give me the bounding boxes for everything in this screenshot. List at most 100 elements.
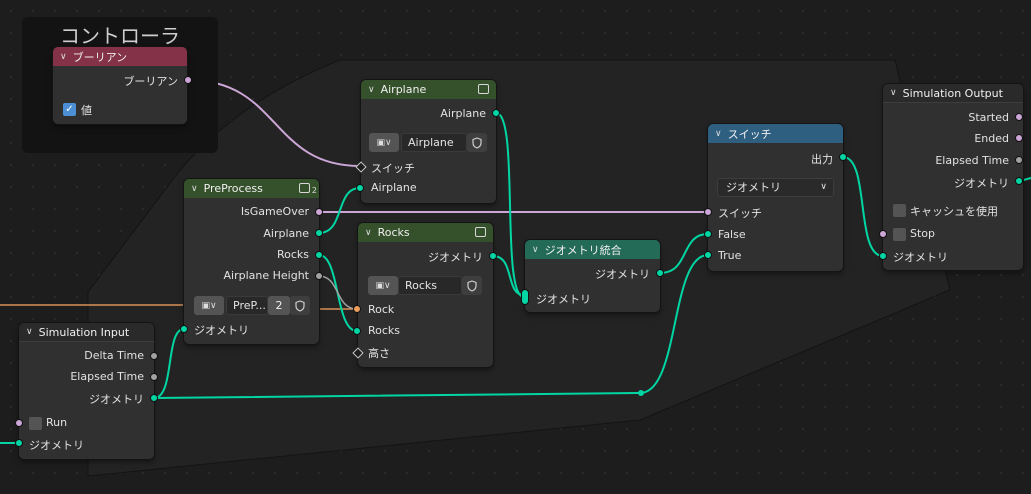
run-checkbox[interactable] <box>29 417 42 430</box>
output-label-elapsed-time: Elapsed Time <box>935 154 1009 167</box>
group-selector-button[interactable]: ▣∨ <box>194 296 224 315</box>
geometry-input-label: ジオメトリ <box>194 324 249 337</box>
use-cache-checkbox[interactable] <box>893 204 906 217</box>
airplane-group-node[interactable]: ∨ Airplane Airplane ▣∨ Airplane スイッチ Air… <box>361 80 496 203</box>
switch-output-socket[interactable] <box>839 153 847 161</box>
type-dropdown[interactable]: ジオメトリ ∨ <box>717 178 834 197</box>
node-title: PreProcess <box>203 182 263 195</box>
elapsed-time-socket[interactable] <box>1015 156 1023 164</box>
simulation-output-node[interactable]: ∨ Simulation Output Started Ended Elapse… <box>883 84 1023 270</box>
collapse-chevron-icon[interactable]: ∨ <box>26 327 33 337</box>
fake-user-shield-icon[interactable] <box>290 296 310 315</box>
join-output-socket[interactable] <box>656 269 664 277</box>
switch-true-socket[interactable] <box>704 251 712 259</box>
airplane-output-socket[interactable] <box>315 229 323 237</box>
node-header[interactable]: ∨ PreProcess <box>184 179 319 198</box>
boolean-node[interactable]: ∨ ブーリアン ブーリアン ✓ 値 <box>53 47 187 124</box>
collapse-chevron-icon[interactable]: ∨ <box>890 88 897 98</box>
airplane-output-socket[interactable] <box>492 109 500 117</box>
value-label: 値 <box>81 104 92 117</box>
user-count: 2 <box>311 186 317 195</box>
use-cache-label: キャッシュを使用 <box>910 205 998 218</box>
node-title: ジオメトリ統合 <box>544 243 622 257</box>
output-label: 出力 <box>811 153 833 166</box>
collapse-chevron-icon[interactable]: ∨ <box>532 244 539 255</box>
link-siminput-true <box>153 254 709 399</box>
preprocess-group-node[interactable]: ∨ PreProcess 2 IsGameOver Airplane Rocks… <box>184 179 319 344</box>
ended-socket[interactable] <box>1015 134 1023 142</box>
geometry-output-socket[interactable] <box>150 394 158 402</box>
link-join-false <box>659 233 709 274</box>
output-label-ended: Ended <box>974 132 1009 145</box>
node-title: Simulation Output <box>902 86 1003 100</box>
node-header[interactable]: ∨ Simulation Input <box>19 323 154 342</box>
reroute-dot <box>638 390 644 396</box>
geometry-input-socket[interactable] <box>180 325 188 333</box>
group-name-field[interactable]: Rocks <box>398 276 462 295</box>
rock-input-socket[interactable] <box>353 305 361 313</box>
switch-node[interactable]: ∨ スイッチ 出力 ジオメトリ ∨ スイッチ False True <box>708 124 843 271</box>
node-title: ブーリアン <box>72 50 128 64</box>
rocks-output-socket[interactable] <box>315 251 323 259</box>
stop-input-socket[interactable] <box>879 230 887 238</box>
switch-input-label: スイッチ <box>718 207 762 220</box>
fake-user-shield-icon[interactable] <box>462 276 482 295</box>
join-geometry-node[interactable]: ∨ ジオメトリ統合 ジオメトリ ジオメトリ <box>525 240 660 312</box>
node-title: スイッチ <box>727 127 772 141</box>
node-header[interactable]: ∨ Simulation Output <box>883 84 1023 103</box>
switch-switch-socket[interactable] <box>704 208 712 216</box>
output-label: ジオメトリ <box>595 268 650 281</box>
output-label: Airplane <box>440 107 486 120</box>
output-label-airplane-height: Airplane Height <box>223 269 309 282</box>
link-rocks-join <box>492 255 525 296</box>
node-header[interactable]: ∨ ジオメトリ統合 <box>525 240 660 259</box>
rocks-group-node[interactable]: ∨ Rocks ジオメトリ ▣∨ Rocks Rock Rocks 高さ <box>358 223 493 367</box>
elapsed-time-socket[interactable] <box>150 373 158 381</box>
airplane-input-label: Airplane <box>371 181 417 194</box>
boolean-output-socket[interactable] <box>184 76 192 84</box>
geometry-input-socket[interactable] <box>879 252 887 260</box>
fake-user-shield-icon[interactable] <box>467 133 487 152</box>
rocks-output-socket[interactable] <box>489 252 497 260</box>
node-header[interactable]: ∨ Airplane <box>361 80 496 99</box>
geometry-output-socket[interactable] <box>1015 177 1023 185</box>
airplane-height-output-socket[interactable] <box>315 272 323 280</box>
geometry-input-socket[interactable] <box>15 439 23 447</box>
node-header[interactable]: ∨ スイッチ <box>708 124 843 143</box>
simulation-input-node[interactable]: ∨ Simulation Input Delta Time Elapsed Ti… <box>19 323 154 459</box>
collapse-chevron-icon[interactable]: ∨ <box>715 128 722 139</box>
node-group-icon <box>299 183 310 193</box>
height-input-label: 高さ <box>368 347 390 360</box>
run-input-socket[interactable] <box>15 419 23 427</box>
airplane-input-socket[interactable] <box>356 184 364 192</box>
collapse-chevron-icon[interactable]: ∨ <box>365 227 372 238</box>
node-header[interactable]: ∨ Rocks <box>358 223 493 242</box>
collapse-chevron-icon[interactable]: ∨ <box>368 84 375 95</box>
node-header[interactable]: ∨ ブーリアン <box>53 47 187 66</box>
join-multi-input-socket[interactable] <box>521 289 529 305</box>
group-name-field[interactable]: PreP... <box>226 296 268 315</box>
group-selector-button[interactable]: ▣∨ <box>369 133 399 152</box>
link-bool-switch <box>187 79 361 167</box>
link-airplane-join <box>495 112 525 298</box>
switch-false-socket[interactable] <box>704 230 712 238</box>
output-label-delta-time: Delta Time <box>84 349 144 362</box>
node-group-icon <box>478 84 489 94</box>
started-socket[interactable] <box>1015 113 1023 121</box>
link-siminput-pre <box>153 328 185 399</box>
type-dropdown-value: ジオメトリ <box>726 181 781 194</box>
output-label-isgameover: IsGameOver <box>240 205 309 218</box>
switch-input-label: スイッチ <box>371 162 415 175</box>
collapse-chevron-icon[interactable]: ∨ <box>60 51 67 62</box>
rocks-input-socket[interactable] <box>353 327 361 335</box>
geometry-input-label: ジオメトリ <box>29 439 84 452</box>
group-selector-button[interactable]: ▣∨ <box>368 276 398 295</box>
node-title: Rocks <box>377 226 410 239</box>
group-name-field[interactable]: Airplane <box>401 133 467 152</box>
value-checkbox[interactable]: ✓ <box>63 103 76 116</box>
collapse-chevron-icon[interactable]: ∨ <box>191 183 198 194</box>
delta-time-socket[interactable] <box>150 352 158 360</box>
isgameover-output-socket[interactable] <box>315 208 323 216</box>
stop-checkbox[interactable] <box>893 228 906 241</box>
group-users-count[interactable]: 2 <box>268 296 290 315</box>
